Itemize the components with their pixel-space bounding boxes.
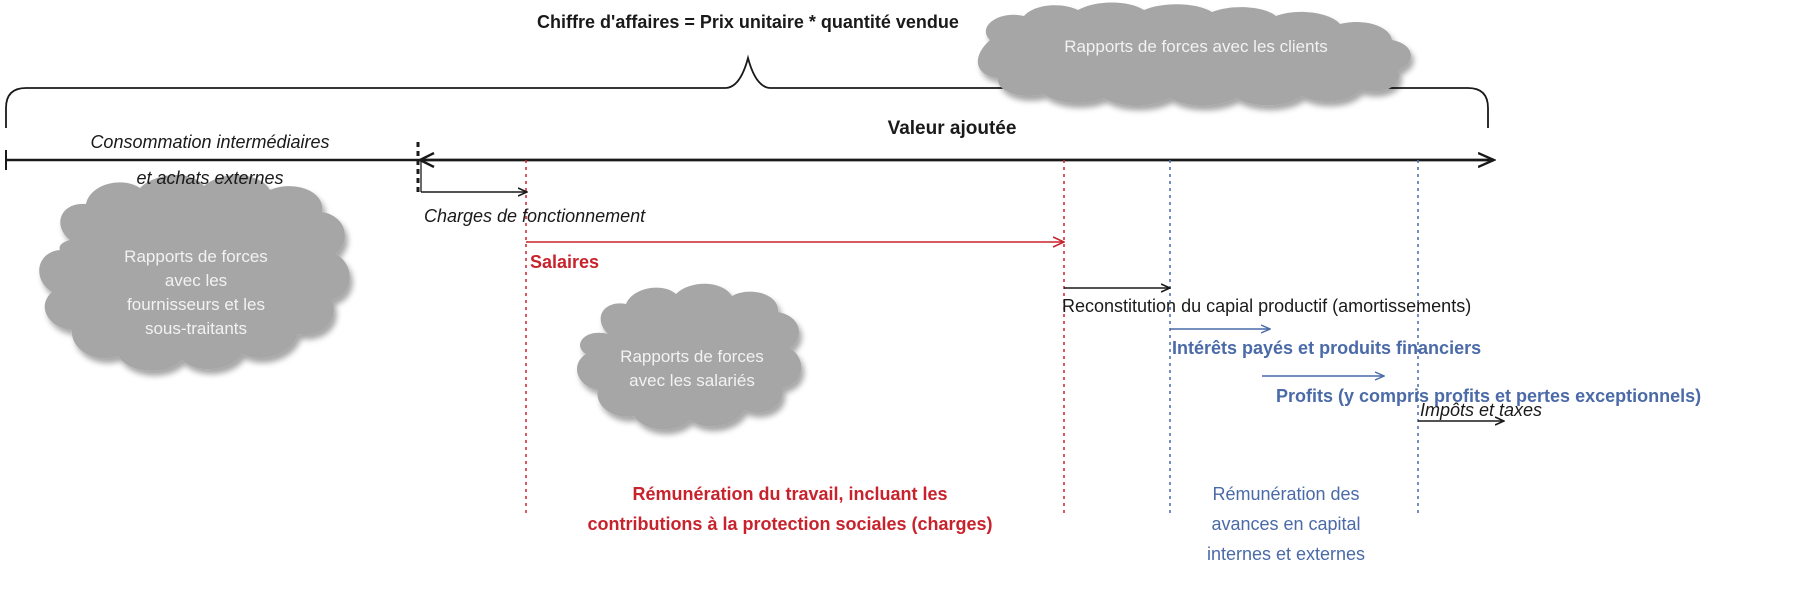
remun-travail-2: contributions à la protection sociales (… [587,514,992,534]
reconstitution-label: Reconstitution du capial productif (amor… [1062,296,1471,316]
cloud-clients [977,2,1411,106]
remun-capital-3: internes et externes [1207,544,1365,564]
charges-label: Charges de fonctionnement [424,206,646,226]
profits-label: Profits (y compris profits et pertes exc… [1276,386,1701,406]
cloud-fournisseurs-text-4: sous-traitants [145,319,247,338]
cloud-fournisseurs-text-3: fournisseurs et les [127,295,265,314]
impots-label: Impôts et taxes [1420,400,1542,420]
cloud-salaries [576,283,802,430]
cloud-salaries-text-1: Rapports de forces [620,347,764,366]
cloud-clients-text: Rapports de forces avec les clients [1064,37,1328,56]
ca-formula: Chiffre d'affaires = Prix unitaire * qua… [537,12,959,32]
salaires-label: Salaires [530,252,599,272]
cloud-fournisseurs-text-2: avec les [165,271,227,290]
remun-capital-2: avances en capital [1211,514,1360,534]
remun-capital-1: Rémunération des [1212,484,1359,504]
conso-label-1: Consommation intermédiaires [90,132,329,152]
cloud-fournisseurs-text-1: Rapports de forces [124,247,268,266]
cloud-fournisseurs [39,174,350,371]
cloud-salaries-text-2: avec les salariés [629,371,755,390]
valeur-ajoutee-label: Valeur ajoutée [888,118,1017,139]
conso-label-2: et achats externes [136,168,283,188]
remun-travail-1: Rémunération du travail, incluant les [632,484,947,504]
revenue-brace [5,54,1489,128]
interets-label: Intérêts payés et produits financiers [1172,338,1481,358]
